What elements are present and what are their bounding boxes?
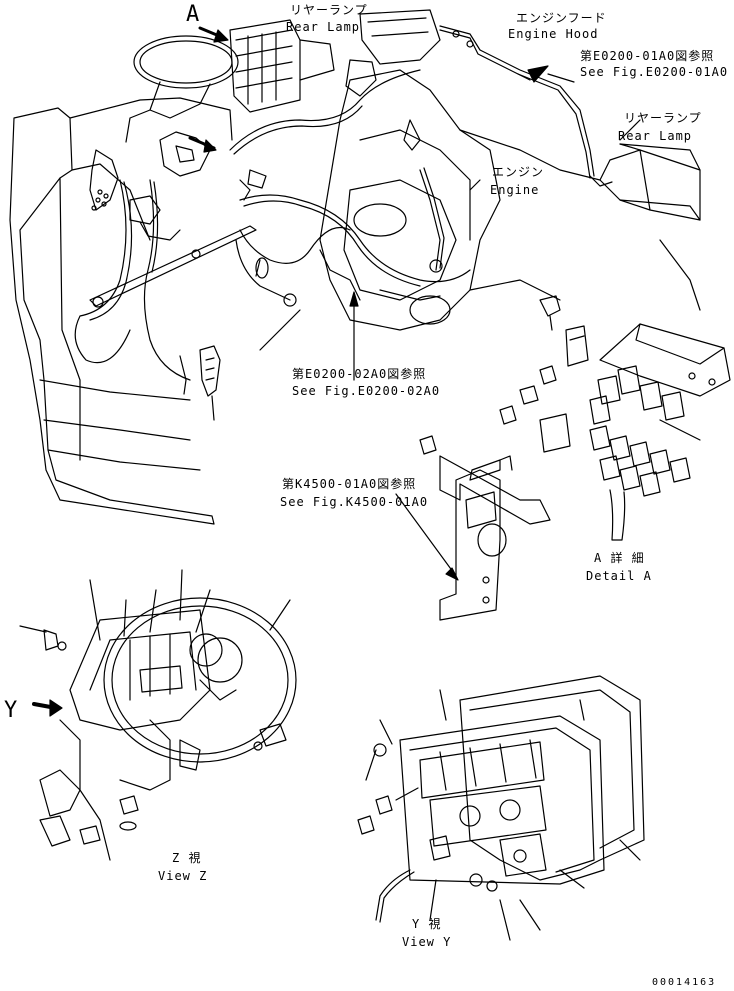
view-z-en: View Z (158, 869, 208, 883)
ref-e0200-01a0-en: See Fig.E0200-01A0 (580, 65, 729, 79)
ref-e0200-02a0-en: See Fig.E0200-02A0 (292, 384, 441, 398)
rear-lamp-top-jp: リヤーランプ (290, 3, 368, 17)
ref-e0200-02a0-jp: 第E0200-02A0図参照 (292, 367, 427, 381)
view-y-letter: Y (4, 698, 18, 723)
view-y-instrument-panel (357, 675, 645, 941)
engine-hood-jp: エンジンフード (516, 11, 607, 25)
view-y-jp: Y 視 (412, 917, 442, 931)
rear-lamp-and-hood (32, 9, 613, 717)
rear-lamp-right-jp: リヤーランプ (624, 111, 702, 125)
view-a-letter: A (186, 2, 200, 27)
operator-console-body (9, 35, 257, 525)
detail-a-en: Detail A (586, 569, 652, 583)
ref-k4500-01a0-jp: 第K4500-01A0図参照 (282, 477, 417, 491)
view-z-dashboard (19, 569, 297, 861)
detail-a-jp: A 詳 細 (594, 551, 645, 565)
engine-assembly (229, 59, 701, 381)
view-y-en: View Y (402, 935, 452, 949)
rear-lamp-top-en: Rear Lamp (286, 20, 361, 34)
detail-a-relay-bracket (395, 295, 731, 621)
ref-k4500-01a0-en: See Fig.K4500-01A0 (280, 495, 429, 509)
view-z-jp: Z 視 (172, 851, 202, 865)
engine-hood-en: Engine Hood (508, 27, 599, 41)
drawing-number: 00014163 (652, 977, 717, 988)
ref-e0200-01a0-jp: 第E0200-01A0図参照 (580, 49, 715, 63)
engine-jp: エンジン (492, 165, 545, 179)
rear-lamp-right-en: Rear Lamp (618, 129, 693, 143)
engine-en: Engine (490, 183, 540, 197)
